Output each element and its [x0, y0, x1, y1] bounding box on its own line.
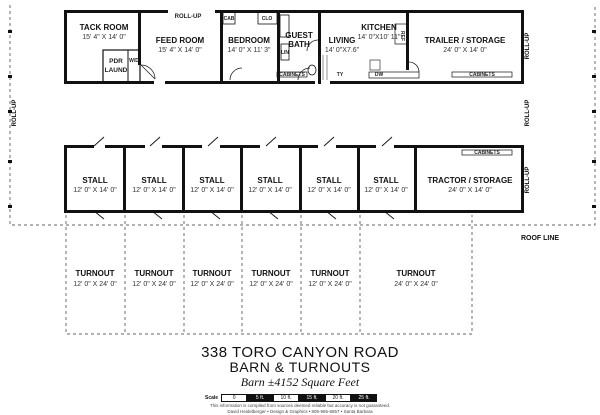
rollup-label-left: ROLL-UP	[12, 100, 18, 127]
living-dim: 14' 0"X7.6"	[325, 47, 360, 54]
wd-label: W/D	[129, 58, 139, 64]
cabinets-label-trailer: CABINETS	[469, 72, 495, 78]
laund-name: LAUND	[105, 67, 128, 74]
turnout-dim: 12' 0" X 24' 0"	[132, 281, 176, 288]
trailer-storage-name: TRAILER / STORAGE	[425, 36, 506, 45]
kitchen-name: KITCHEN	[361, 23, 397, 32]
stall-dim: 12' 0" X 14' 0"	[190, 187, 234, 194]
scale-mark: 0	[221, 394, 248, 402]
cabinets-label-tractor: CABINETS	[474, 150, 500, 156]
clo-label: CLO	[262, 16, 273, 22]
dw-label: DW	[375, 72, 384, 78]
rollup-label-top: ROLL-UP	[175, 14, 202, 20]
bedroom-name: BEDROOM	[228, 36, 270, 45]
trailer-storage-dim: 24' 0" X 14' 0"	[443, 47, 487, 54]
turnout-dim: 12' 0" X 24' 0"	[308, 281, 352, 288]
post-markers	[8, 30, 596, 208]
turnout-dim: 24' 0" X 24' 0"	[394, 281, 438, 288]
turnout-name: TURNOUT	[75, 269, 114, 278]
tack-room-dim: 15' 4" X 14' 0"	[82, 34, 126, 41]
stall-block-walls	[64, 145, 524, 213]
cabinets-label-bath: CABINETS	[279, 72, 305, 78]
stall-name: STALL	[373, 176, 398, 185]
rollup-label-right-top: ROLL-UP	[525, 33, 531, 60]
turnout-name: TURNOUT	[310, 269, 349, 278]
stall-dim: 12' 0" X 14' 0"	[307, 187, 351, 194]
kitchen-dim: 14' 0"X10' 11"	[358, 34, 401, 41]
stall-door-swings	[93, 136, 395, 220]
bedroom-dim: 14' 0" X 11' 3"	[228, 47, 271, 54]
turnout-dim: 12' 0" X 24' 0"	[249, 281, 293, 288]
scale-bar: Scale 0 5 ft. 10 ft. 15 ft. 20 ft. 25 ft…	[205, 394, 378, 402]
roof-line-label: ROOF LINE	[521, 235, 559, 242]
door-swings-top	[140, 39, 420, 81]
turnout-dim: 12' 0" X 24' 0"	[190, 281, 234, 288]
tractor-storage-dim: 24' 0" X 14' 0"	[448, 187, 492, 194]
scale-mark: 15 ft.	[299, 394, 326, 402]
pdr-name: PDR	[109, 58, 123, 65]
stall-dim: 12' 0" X 14' 0"	[73, 187, 117, 194]
turnout-name: TURNOUT	[251, 269, 290, 278]
stall-dim: 12' 0" X 14' 0"	[248, 187, 292, 194]
turnout-fence	[65, 215, 473, 335]
plan-title-area: Barn ±4152 Square Feet	[240, 375, 360, 389]
credit-disclaimer: This information is compiled from source…	[209, 403, 391, 408]
feed-room-dim: 15' 4" X 14' 0"	[158, 47, 202, 54]
stall-dim: 12' 0" X 14' 0"	[364, 187, 408, 194]
turnout-dim: 12' 0" X 24' 0"	[73, 281, 117, 288]
feed-room-name: FEED ROOM	[156, 36, 205, 45]
rollup-label-right-mid: ROLL-UP	[525, 100, 531, 127]
ty-label: TY	[337, 72, 344, 78]
stall-name: STALL	[316, 176, 341, 185]
lin-label: LIN	[281, 50, 289, 56]
guest-bath-name-1: GUEST	[285, 31, 313, 40]
tack-room-name: TACK ROOM	[80, 23, 129, 32]
rollup-label-right-bottom: ROLL-UP	[525, 167, 531, 194]
stall-dim: 12' 0" X 14' 0"	[132, 187, 176, 194]
guest-bath-name-2: BATH	[288, 40, 310, 49]
scale-mark: 20 ft.	[325, 394, 352, 402]
scale-mark: 10 ft.	[273, 394, 300, 402]
living-name: LIVING	[329, 36, 356, 45]
cab-label: CAB	[224, 16, 235, 22]
stall-name: STALL	[82, 176, 107, 185]
ref-label: REF	[399, 31, 405, 41]
turnout-name: TURNOUT	[134, 269, 173, 278]
plan-title-address: 338 TORO CANYON ROAD	[201, 344, 399, 361]
plan-title-subject: BARN & TURNOUTS	[229, 359, 371, 375]
scale-mark: 25 ft.	[351, 394, 378, 402]
tractor-storage-name: TRACTOR / STORAGE	[427, 176, 513, 185]
stall-name: STALL	[257, 176, 282, 185]
turnout-name: TURNOUT	[396, 269, 435, 278]
roof-line-outline	[9, 5, 596, 226]
turnout-name: TURNOUT	[192, 269, 231, 278]
stall-name: STALL	[199, 176, 224, 185]
stall-name: STALL	[141, 176, 166, 185]
top-block-walls	[64, 10, 524, 84]
scale-mark: 5 ft.	[247, 394, 274, 402]
credit-designer: David Heidelberger • Design & Graphics •…	[227, 409, 373, 414]
scale-caption: Scale	[205, 395, 219, 401]
